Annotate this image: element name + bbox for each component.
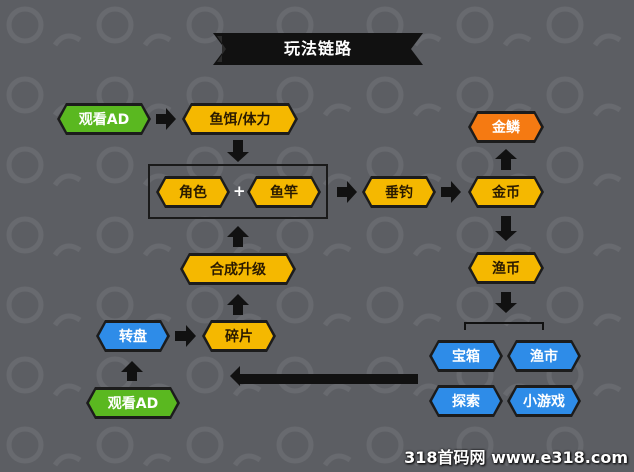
node-label: 鱼竿	[270, 185, 298, 201]
arrow-gold-to-fishcoin	[495, 216, 517, 241]
explore-node: 探索	[429, 385, 503, 417]
node-label: 转盘	[119, 329, 147, 345]
mini-game-node: 小游戏	[507, 385, 581, 417]
gold-coin-node: 金币	[468, 176, 544, 208]
node-label: 宝箱	[452, 349, 480, 365]
treasure-box-node: 宝箱	[429, 340, 503, 372]
arrow-ad-to-bait	[156, 108, 176, 130]
node-label: 垂钓	[385, 185, 413, 201]
shop-bracket	[464, 322, 544, 330]
arrow-fishcoin-to-bracket	[495, 292, 517, 313]
arrow-fragment-to-merge	[227, 294, 249, 315]
gold-scale-node: 金鳞	[468, 111, 544, 143]
footer-watermark: 318首码网 www.e318.com	[404, 448, 628, 467]
fishing-rod-node: 鱼竿	[247, 176, 321, 208]
merge-upgrade-node: 合成升级	[180, 253, 296, 285]
arrow-ad-to-wheel	[121, 361, 143, 381]
node-label: 观看AD	[107, 396, 159, 412]
node-label: 小游戏	[523, 394, 565, 410]
fishing-node: 垂钓	[362, 176, 436, 208]
arrow-group-to-fishing	[337, 181, 357, 203]
arrow-wheel-to-fragment	[175, 325, 196, 347]
node-label: 金币	[492, 185, 520, 201]
node-label: 探索	[452, 394, 480, 410]
fish-coin-node: 渔币	[468, 252, 544, 284]
page-title: 玩法链路	[283, 39, 352, 58]
bait-stamina-node: 鱼饵/体力	[182, 103, 298, 135]
arrow-fishing-to-gold	[441, 181, 461, 203]
node-label: 金鳞	[492, 120, 520, 136]
character-node: 角色	[156, 176, 230, 208]
wheel-node: 转盘	[96, 320, 170, 352]
fish-market-node: 渔市	[507, 340, 581, 372]
title-banner: 玩法链路	[213, 33, 423, 65]
watch-ad-top-node: 观看AD	[57, 103, 151, 135]
node-label: 鱼饵/体力	[209, 112, 271, 128]
node-label: 合成升级	[210, 262, 266, 278]
fragment-node: 碎片	[202, 320, 276, 352]
node-label: 角色	[179, 185, 207, 201]
arrow-bait-to-group	[227, 140, 249, 162]
node-label: 观看AD	[78, 112, 130, 128]
plus-sign: +	[233, 182, 246, 200]
arrow-merge-to-group	[227, 226, 249, 247]
character-rod-group	[148, 164, 328, 219]
node-label: 渔币	[492, 261, 520, 277]
arrow-gold-to-scale	[495, 149, 517, 170]
node-label: 碎片	[225, 329, 253, 345]
node-label: 渔市	[530, 349, 558, 365]
watch-ad-bottom-node: 观看AD	[86, 387, 180, 419]
